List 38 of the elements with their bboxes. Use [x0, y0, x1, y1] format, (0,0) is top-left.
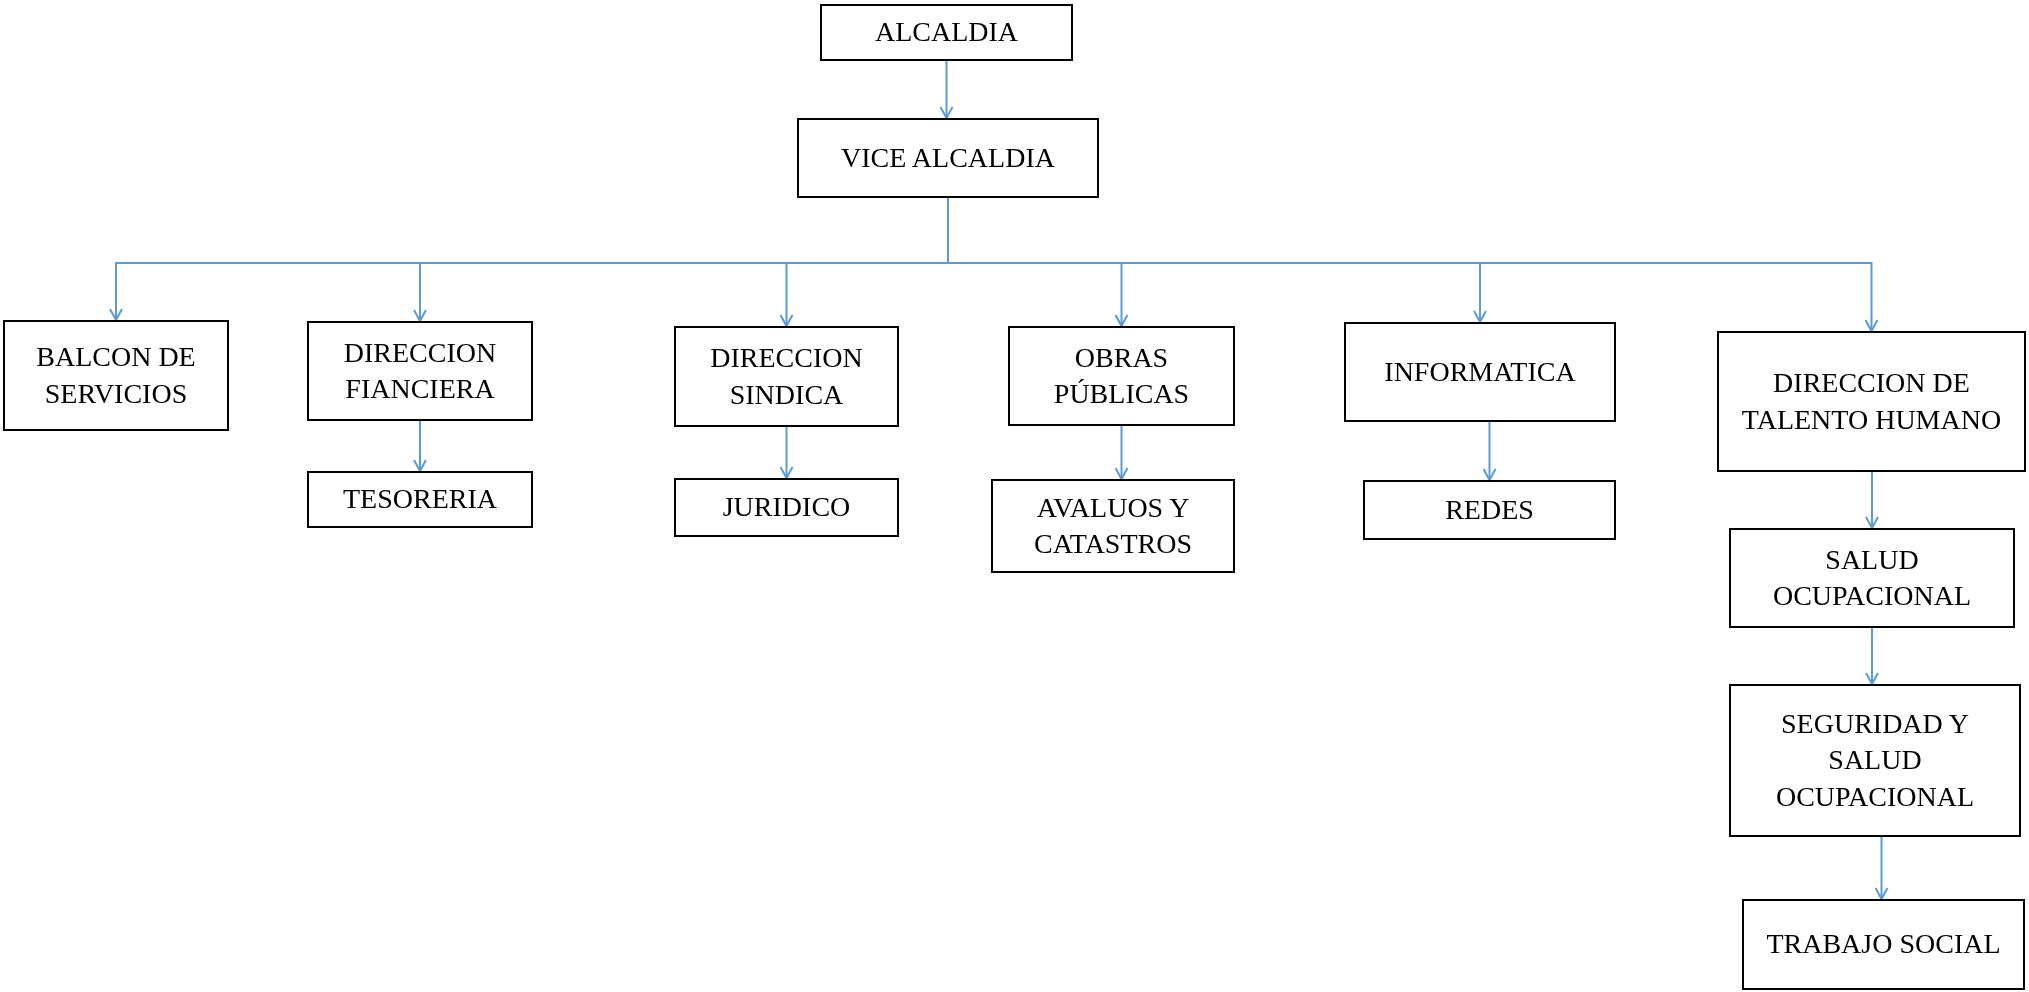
connector-arrow	[779, 426, 794, 479]
org-box	[991, 479, 1235, 573]
box-label: DIRECCION DE TALENTO HUMANO	[1740, 366, 2003, 437]
org-box	[820, 4, 1073, 61]
box-label: DIRECCION SINDICA	[709, 341, 864, 412]
org-box	[1742, 899, 2025, 990]
org-box	[3, 320, 229, 431]
org-box	[1729, 684, 2021, 837]
box-label: VICE ALCALDIA	[841, 140, 1055, 175]
box-label: ALCALDIA	[874, 15, 1019, 50]
box-label: SALUD OCUPACIONAL	[1771, 542, 1973, 613]
box-label: TESORERIA	[343, 482, 497, 517]
org-box	[1008, 326, 1235, 426]
box-label: SEGURIDAD Y SALUD OCUPACIONAL	[1774, 706, 1976, 814]
org-box	[674, 326, 899, 427]
connector-arrow	[1865, 627, 1879, 685]
box-label: REDES	[1445, 492, 1534, 527]
org-box	[1363, 480, 1616, 540]
org-box	[307, 471, 533, 528]
box-label: JURIDICO	[722, 490, 851, 525]
org-box	[1344, 322, 1616, 422]
box-label: TRABAJO SOCIAL	[1766, 927, 2001, 962]
box-label: BALCON DE SERVICIOS	[35, 340, 197, 411]
box-label: OBRAS PÚBLICAS	[1052, 340, 1191, 411]
connector-arrow	[1874, 836, 1889, 900]
connector-arrow	[413, 420, 427, 472]
connector-arrow	[939, 60, 954, 119]
connector-arrow	[1865, 471, 1879, 529]
org-box	[674, 478, 899, 537]
org-box	[1729, 528, 2015, 628]
org-box	[797, 118, 1099, 198]
org-box	[1717, 331, 2026, 472]
box-label: DIRECCION FIANCIERA	[342, 335, 498, 406]
org-box	[307, 321, 533, 421]
connector-arrow	[1114, 425, 1129, 480]
box-label: AVALUOS Y CATASTROS	[1033, 490, 1193, 561]
connector-arrow	[1482, 421, 1497, 481]
box-label: INFORMATICA	[1384, 354, 1576, 389]
